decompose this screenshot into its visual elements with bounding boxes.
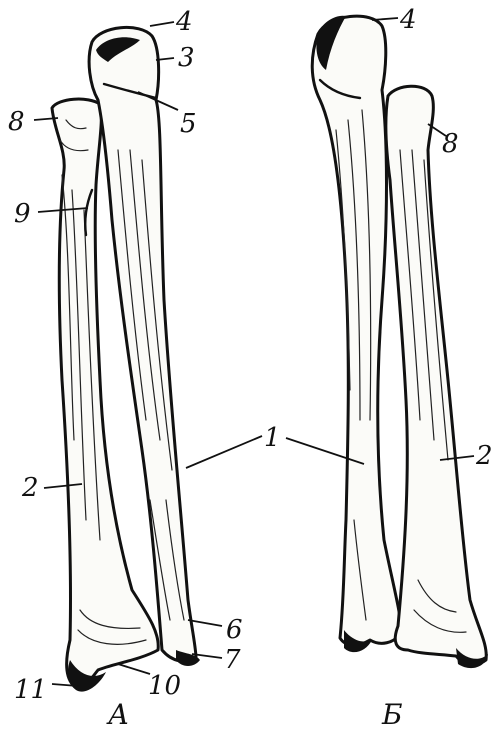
label-5: 5 xyxy=(180,109,197,139)
label-11: 11 xyxy=(14,675,47,705)
label-8a: 8 xyxy=(8,107,25,137)
label-8b: 8 xyxy=(442,129,459,159)
label-7: 7 xyxy=(224,645,241,675)
caption-panel-a: А xyxy=(106,698,129,730)
label-3: 3 xyxy=(178,43,195,73)
label-4a: 4 xyxy=(175,7,193,37)
captions: А Б xyxy=(106,698,403,730)
label-9: 9 xyxy=(14,199,31,229)
label-1: 1 xyxy=(264,423,281,453)
label-2a: 2 xyxy=(21,473,39,503)
caption-panel-b: Б xyxy=(381,698,403,730)
label-10: 10 xyxy=(148,671,181,701)
label-4b: 4 xyxy=(399,5,417,35)
label-6: 6 xyxy=(226,615,243,645)
label-2b: 2 xyxy=(475,441,493,471)
radius-bone-b xyxy=(386,86,488,668)
panel-b xyxy=(186,16,488,668)
